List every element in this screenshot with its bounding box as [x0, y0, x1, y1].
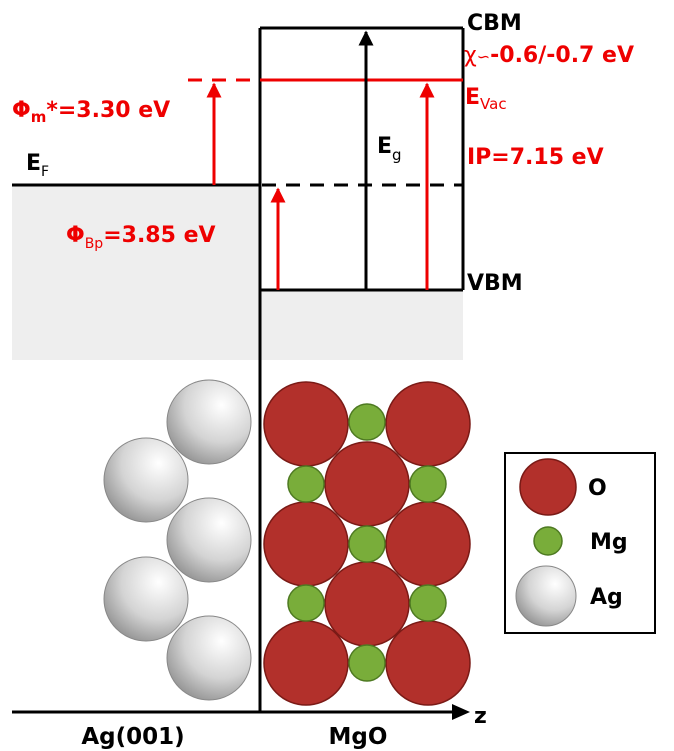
silver-atom: [166, 615, 252, 701]
silver-atom: [103, 437, 189, 523]
metal-work-function-label: Φm*=3.30 eV: [12, 98, 170, 126]
silver-atom: [103, 556, 189, 642]
legend-oxygen-swatch: [519, 458, 577, 516]
oxygen-atom: [385, 381, 471, 467]
substrate-label: Ag(001): [81, 724, 184, 750]
magnesium-atom: [348, 403, 386, 441]
legend-magnesium-swatch: [533, 526, 563, 556]
magnesium-atom: [287, 584, 325, 622]
fermi-level-label: EF: [26, 151, 49, 180]
cbm-label: CBM: [467, 11, 522, 36]
barrier-height-label: ΦBp=3.85 eV: [66, 223, 216, 252]
legend: O Mg Ag: [504, 452, 656, 634]
silver-atom: [166, 497, 252, 583]
z-axis-arrowhead: [452, 704, 470, 720]
vbm-label: VBM: [467, 271, 523, 296]
oxygen-atom: [263, 501, 349, 587]
oxygen-atom: [263, 381, 349, 467]
silver-atom: [166, 379, 252, 465]
legend-silver-swatch: [515, 565, 577, 627]
band-gap-label: Eg: [377, 134, 402, 164]
oxygen-atom: [324, 441, 410, 527]
z-axis-label: z: [474, 704, 487, 729]
oxygen-atom: [263, 620, 349, 706]
legend-silver-label: Ag: [590, 585, 623, 610]
silver-atoms: [103, 379, 252, 701]
metal-occupied-band: [12, 185, 260, 360]
vacuum-level-label: EVac: [465, 85, 507, 113]
magnesium-atom: [348, 644, 386, 682]
mgo-valence-band-fill: [260, 290, 463, 360]
legend-oxygen-label: O: [588, 476, 607, 501]
electron-affinity-label: χ∽-0.6/-0.7 eV: [464, 43, 634, 68]
oxygen-atom: [385, 620, 471, 706]
ionization-potential-label: IP=7.15 eV: [467, 145, 604, 170]
magnesium-atom: [348, 525, 386, 563]
magnesium-atom: [287, 465, 325, 503]
mgo-lattice: [263, 381, 471, 706]
film-label: MgO: [329, 724, 388, 750]
legend-magnesium-label: Mg: [590, 530, 628, 555]
magnesium-atom: [409, 465, 447, 503]
magnesium-atom: [409, 584, 447, 622]
oxygen-atom: [385, 501, 471, 587]
oxygen-atom: [324, 561, 410, 647]
